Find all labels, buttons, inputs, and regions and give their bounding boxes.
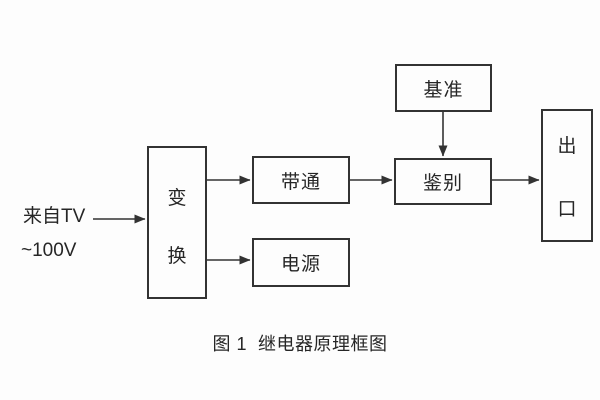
block-output: 出 口 (541, 109, 593, 242)
block-transform: 变 换 (147, 146, 207, 299)
block-output-char-1: 出 (557, 135, 577, 157)
block-reference: 基准 (395, 64, 492, 112)
block-bandpass-label: 带通 (280, 171, 321, 193)
block-transform-char-2: 换 (167, 245, 187, 267)
block-power-label: 电源 (280, 254, 321, 275)
block-discriminate: 鉴别 (394, 158, 492, 205)
block-power: 电源 (252, 238, 350, 287)
block-discriminate-label: 鉴别 (422, 173, 463, 194)
block-transform-char-1: 变 (167, 187, 187, 209)
block-reference-label: 基准 (423, 79, 464, 101)
input-voltage-label: ~100V (21, 240, 77, 261)
block-output-char-2: 口 (557, 198, 577, 220)
input-source-label: 来自TV (23, 206, 86, 227)
block-bandpass: 带通 (252, 156, 350, 204)
figure-caption: 图 1 继电器原理框图 (212, 334, 388, 354)
